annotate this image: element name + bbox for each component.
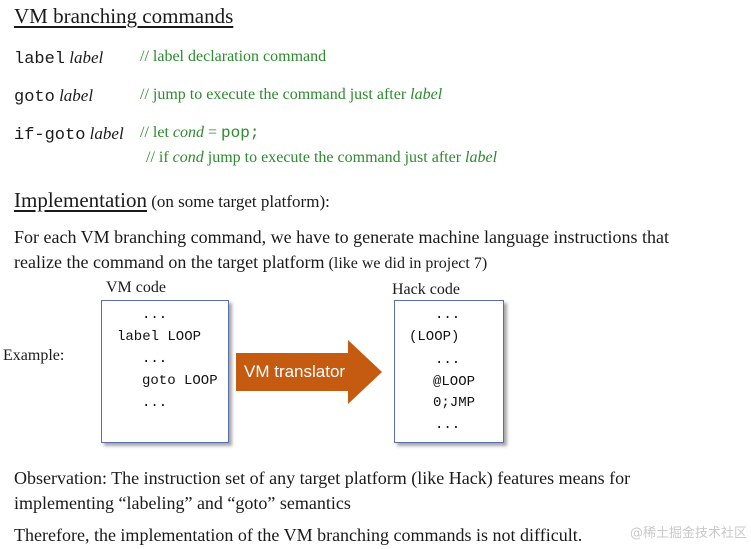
command-arg: label — [89, 124, 124, 143]
implementation-heading: Implementation (on some target platform)… — [14, 188, 330, 212]
vm-code-title: VM code — [106, 279, 166, 296]
conclusion: Therefore, the implementation of the VM … — [14, 525, 583, 545]
paragraph-line-1: For each VM branching command, we have t… — [14, 227, 669, 247]
observation-line-1: Observation: The instruction set of any … — [14, 468, 631, 488]
watermark: @稀土掘金技术社区 — [629, 526, 747, 541]
command-keyword: goto — [14, 88, 55, 107]
code-line: goto LOOP — [142, 373, 218, 389]
slide-title: VM branching commands — [14, 4, 234, 28]
code-line: ... — [435, 417, 461, 433]
translator-arrow — [236, 340, 382, 404]
code-line: 0;JMP — [433, 395, 476, 411]
command-label: label label — [14, 48, 103, 69]
code-line: @LOOP — [433, 374, 476, 390]
vm-code-box: ... label LOOP ... goto LOOP ... — [101, 300, 229, 443]
paragraph-line-2: realize the command on the target platfo… — [14, 252, 488, 272]
command-if-goto-comment: // let cond = pop; — [140, 124, 260, 142]
code-line: ... — [142, 307, 168, 323]
hack-code-box: ... (LOOP) ... @LOOP 0;JMP ... — [394, 300, 504, 443]
observation-line-2: implementing “labeling” and “goto” seman… — [14, 493, 351, 513]
code-line: label LOOP — [117, 329, 202, 345]
command-arg: label — [59, 86, 94, 105]
code-line: ... — [142, 351, 168, 367]
command-keyword: label — [14, 50, 66, 69]
translator-label: VM translator — [244, 362, 346, 381]
command-keyword: if-goto — [14, 126, 86, 145]
command-arg: label — [69, 48, 104, 67]
code-line: ... — [435, 307, 461, 323]
code-line: ... — [142, 395, 168, 411]
command-goto-comment: // jump to execute the command just afte… — [140, 86, 443, 103]
command-goto: goto label — [14, 86, 93, 107]
code-line: (LOOP) — [409, 329, 460, 345]
example-label: Example: — [3, 347, 65, 364]
hack-code-title: Hack code — [392, 281, 460, 298]
command-label-comment: // label declaration command — [140, 48, 327, 65]
command-if-goto: if-goto label — [14, 124, 124, 145]
code-line: ... — [435, 352, 461, 368]
command-if-goto-comment-2: // if cond jump to execute the command j… — [146, 149, 498, 166]
